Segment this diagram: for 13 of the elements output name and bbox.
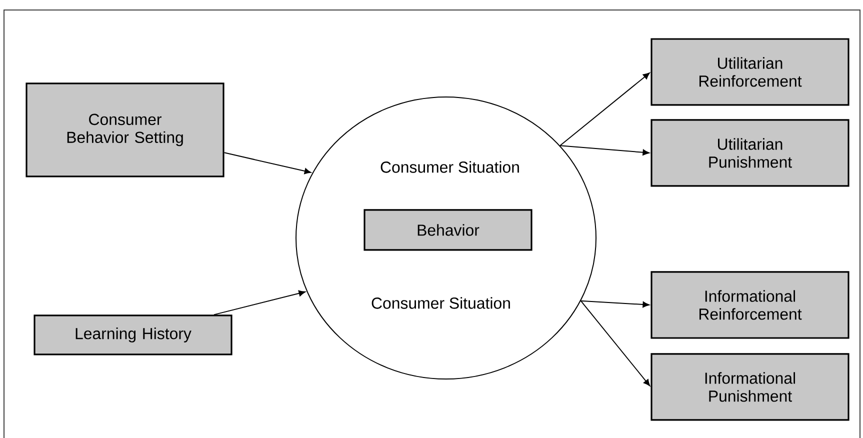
arrow — [560, 145, 650, 156]
arrow — [580, 300, 650, 308]
process-box: Behavior — [364, 209, 532, 251]
process-box: Informational Punishment — [650, 353, 850, 421]
arrow — [224, 152, 312, 174]
arrow — [580, 300, 650, 386]
arrow — [560, 72, 650, 146]
process-box: Informational Reinforcement — [650, 271, 850, 339]
process-box: Utilitarian Punishment — [650, 119, 850, 187]
arrow — [214, 290, 306, 316]
process-box: Utilitarian Reinforcement — [650, 38, 850, 106]
process-box: Consumer Behavior Setting — [26, 82, 224, 178]
process-box: Learning History — [34, 314, 232, 356]
